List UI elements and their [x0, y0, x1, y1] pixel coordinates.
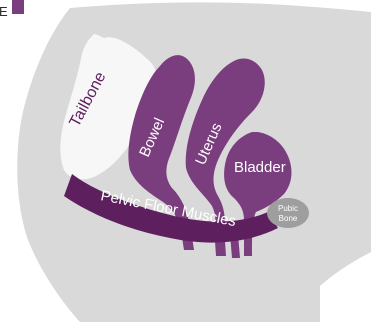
pubic-bone-label-line1: Pubic — [278, 204, 298, 213]
bladder-label: Bladder — [234, 159, 286, 176]
corner-accent-block — [12, 0, 24, 14]
pubic-bone-shape — [267, 198, 309, 228]
corner-text: E — [0, 4, 8, 19]
pubic-bone-label-line2: Bone — [279, 214, 298, 223]
